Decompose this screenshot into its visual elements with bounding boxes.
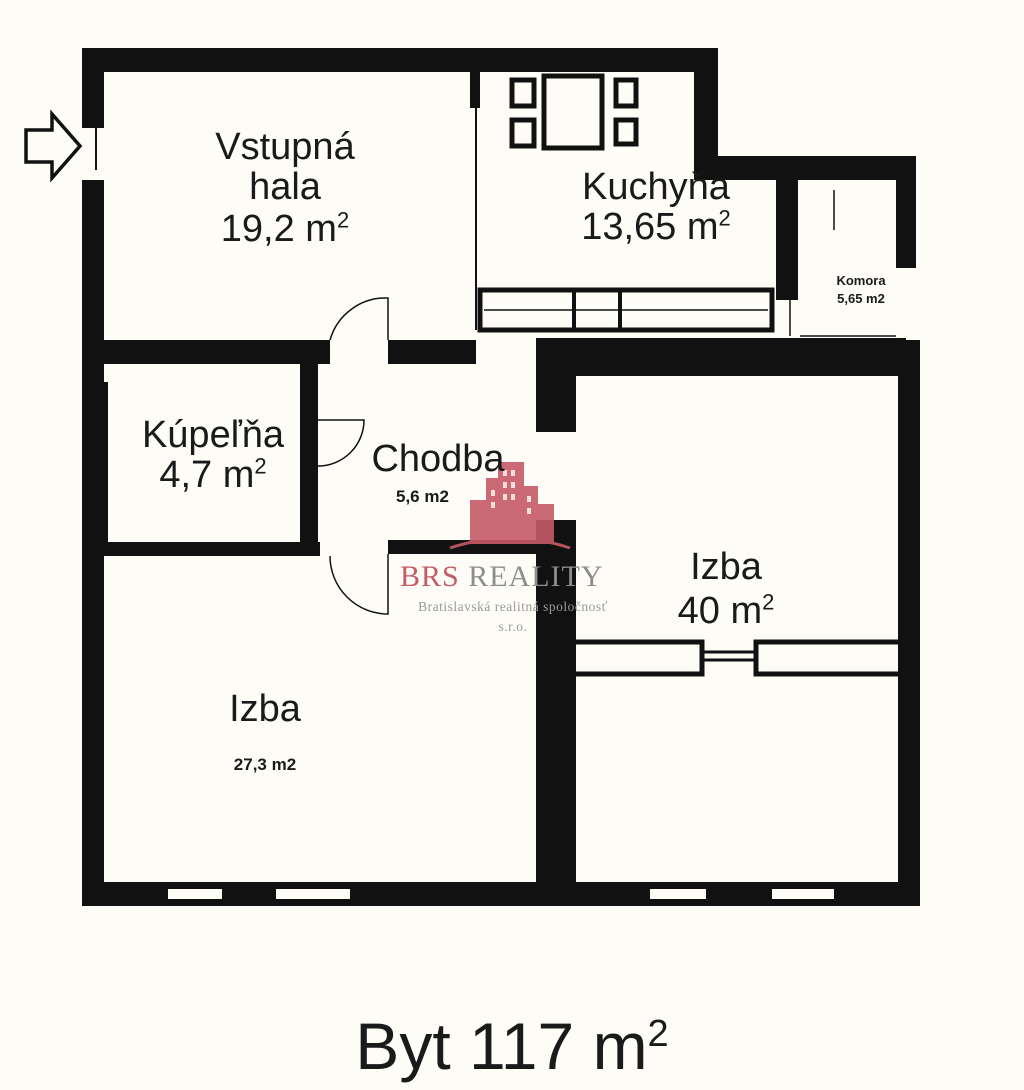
room-area: 4,7 m <box>159 453 255 496</box>
room-label-kupelna: Kúpeľňa 4,7 m2 <box>128 414 298 496</box>
room-area: 19,2 m <box>220 207 337 250</box>
brs-buildings-icon <box>449 462 571 550</box>
title-main: Byt 117 <box>355 1009 575 1083</box>
room-area: 13,65 m <box>581 205 719 248</box>
room-name: Kúpeľňa <box>141 414 285 456</box>
room-area: 5,65 m2 <box>837 291 885 307</box>
room-label-kuchyna: Kuchyňa 13,65 m2 <box>556 166 756 248</box>
brand-brs: BRS <box>400 560 460 593</box>
room-label-izba-left: Izba 27,3 m2 <box>200 688 330 774</box>
room-area: 40 m <box>677 589 763 632</box>
room-name: Izba <box>690 546 762 588</box>
brand-reality: REALITY <box>468 560 604 593</box>
title-unit: m <box>592 1009 648 1083</box>
room-name: Chodba <box>371 438 505 480</box>
room-area: 5,6 m2 <box>396 486 449 506</box>
room-area-superscript: 2 <box>336 207 350 233</box>
brs-reality-logo: BRS REALITY <box>400 560 604 594</box>
title-superscript: 2 <box>647 1013 669 1055</box>
fixtures <box>95 70 905 901</box>
room-label-vstupna-hala: Vstupná hala 19,2 m2 <box>190 126 380 250</box>
plan-title: Byt 117 m2 <box>0 1008 1024 1084</box>
room-name: Izba <box>229 688 301 730</box>
room-name: Komora <box>836 273 886 288</box>
entrance-arrow-icon <box>24 109 83 183</box>
walls <box>82 48 920 906</box>
room-name: hala <box>249 165 321 208</box>
room-label-komora: Komora 5,65 m2 <box>818 272 904 308</box>
room-area-superscript: 2 <box>762 589 775 615</box>
room-area: 27,3 m2 <box>233 754 297 774</box>
room-label-chodba: Chodba 5,6 m2 <box>356 438 520 506</box>
room-label-izba-right: Izba 40 m2 <box>646 546 806 632</box>
brand-subtitle: Bratislavská realitná spoločnosť s.r.o. <box>418 599 608 634</box>
room-name: Vstupná <box>215 126 355 168</box>
room-name: Kuchyňa <box>582 166 730 208</box>
room-area-superscript: 2 <box>254 453 267 479</box>
room-area-superscript: 2 <box>718 205 731 231</box>
